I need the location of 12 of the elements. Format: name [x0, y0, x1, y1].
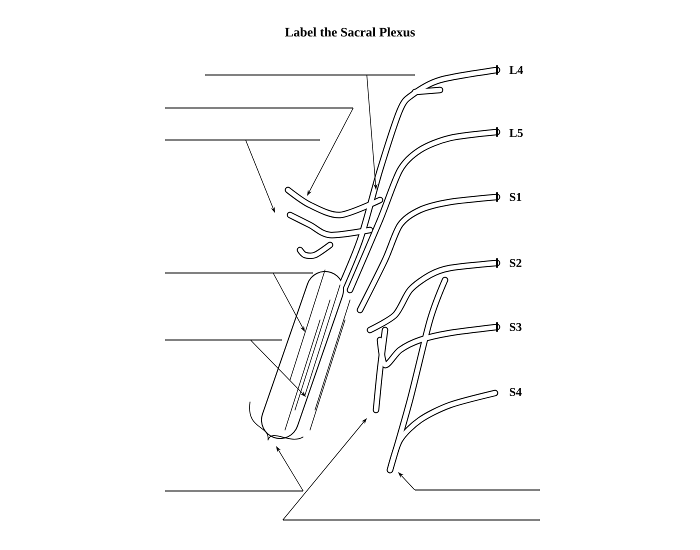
root-label: S2: [510, 258, 522, 268]
answer-line: [165, 272, 313, 274]
root-label: S3: [510, 322, 522, 332]
answer-line: [205, 74, 415, 76]
root-label: S1: [510, 192, 522, 202]
answer-line: [165, 490, 303, 492]
root-label: S4: [510, 388, 522, 396]
root-label: L5: [509, 129, 523, 137]
title: Label the Sacral Plexus: [285, 27, 415, 37]
leader-line: [250, 340, 306, 397]
root-label: L4: [509, 66, 523, 74]
leader-line: [398, 472, 416, 490]
